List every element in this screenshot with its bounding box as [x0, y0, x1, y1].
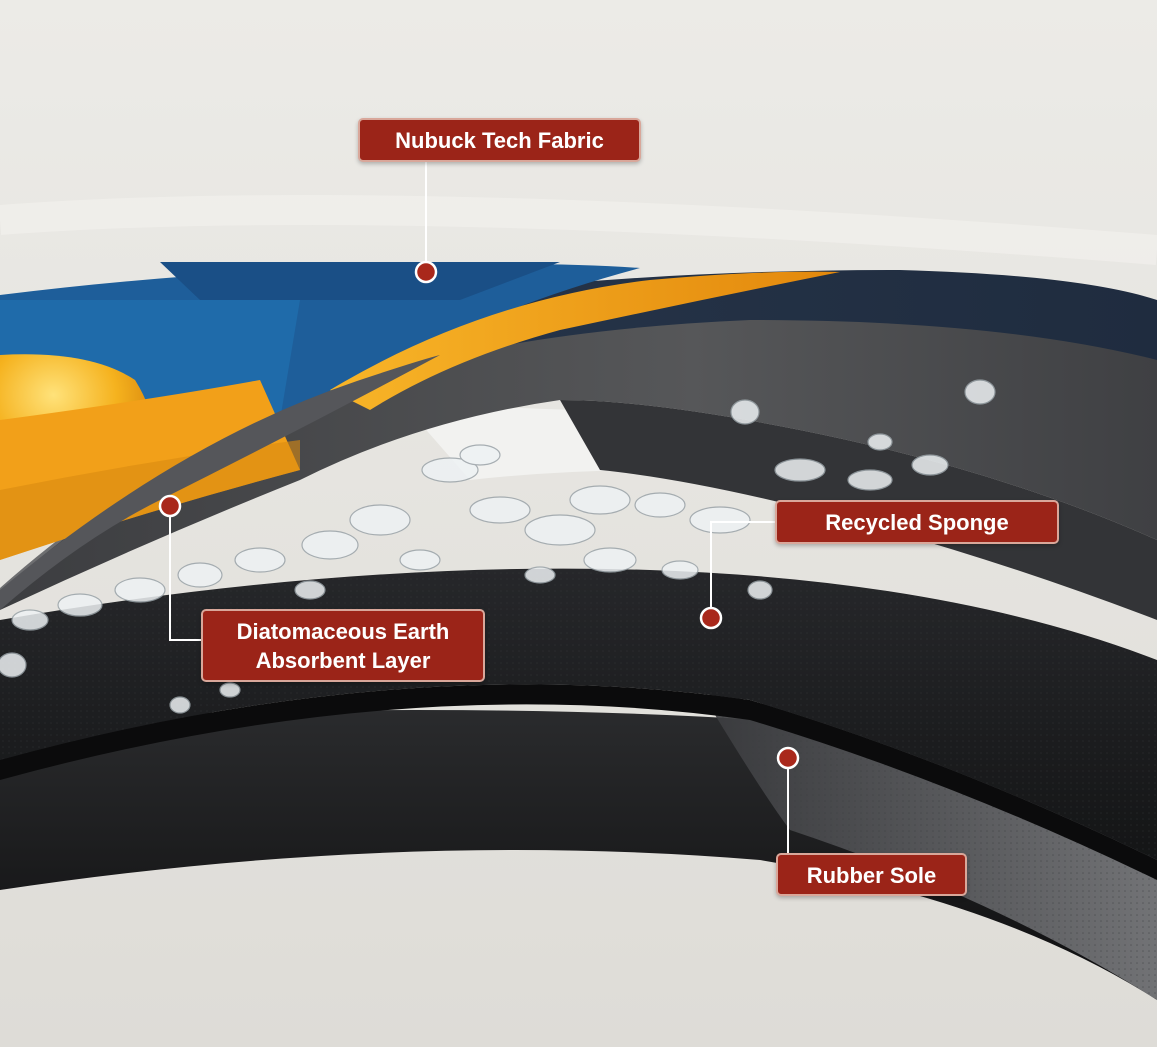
nubuck-tech-fabric-label: Nubuck Tech Fabric	[358, 118, 641, 162]
label-line: Rubber Sole	[806, 863, 937, 888]
diatomaceous-earth-label: Diatomaceous Earth Absorbent Layer	[201, 609, 485, 682]
label-line: Absorbent Layer	[255, 648, 431, 673]
layer-markers	[158, 260, 800, 770]
label-line: Recycled Sponge	[825, 510, 1009, 535]
label-line: Nubuck Tech Fabric	[395, 128, 604, 153]
recycled-sponge-label: Recycled Sponge	[775, 500, 1059, 544]
label-line: Diatomaceous Earth	[236, 619, 450, 644]
rubber-sole-label: Rubber Sole	[776, 853, 967, 896]
water-bubbles	[0, 379, 996, 714]
